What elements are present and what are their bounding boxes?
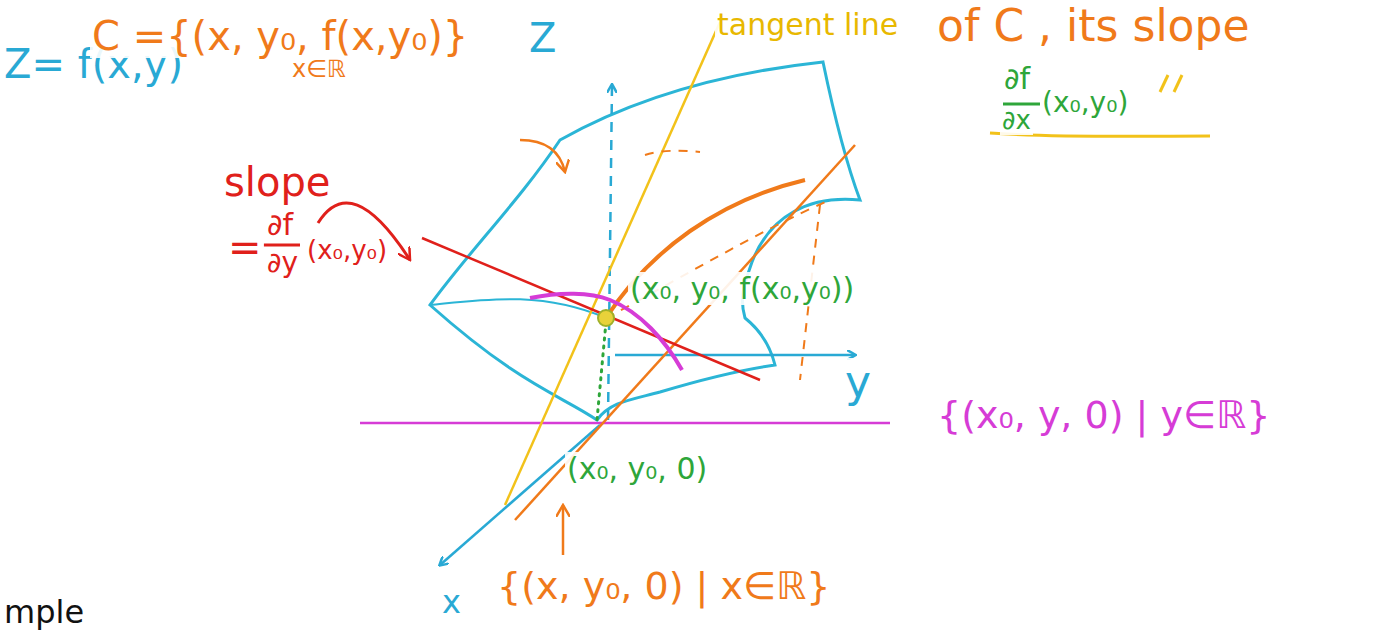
- axis-name: Z: [527, 16, 558, 60]
- equals-sign: =: [226, 225, 264, 269]
- curve-definition: C ={(x, y₀, f(x,y₀)}: [90, 14, 470, 58]
- domain-note: x∈ℝ: [290, 56, 348, 82]
- line-set: {(x, y₀, 0) | x∈ℝ}: [495, 566, 832, 608]
- slope-label: slope: [222, 160, 332, 204]
- evaluation-point: (x₀,y₀): [1040, 88, 1130, 119]
- partial-denominator: ∂x: [1000, 106, 1033, 135]
- partial-numerator: ∂f: [265, 208, 295, 241]
- tangent-note: of C , its slope: [935, 2, 1252, 50]
- partial-numerator: ∂f: [1002, 62, 1032, 95]
- tangent-note: tangent line: [715, 8, 900, 41]
- cut-off-word: mple: [2, 595, 86, 630]
- evaluation-point: (x₀,y₀): [305, 236, 389, 265]
- point-label: (x₀, y₀, 0): [565, 452, 709, 485]
- point-label: (x₀, y₀, f(x₀,y₀)): [628, 272, 856, 305]
- axis-name: y: [843, 358, 873, 406]
- axis-name: x: [440, 585, 463, 620]
- line-set: {(x₀, y, 0) | y∈ℝ}: [935, 395, 1272, 437]
- partial-denominator: ∂y: [265, 248, 300, 279]
